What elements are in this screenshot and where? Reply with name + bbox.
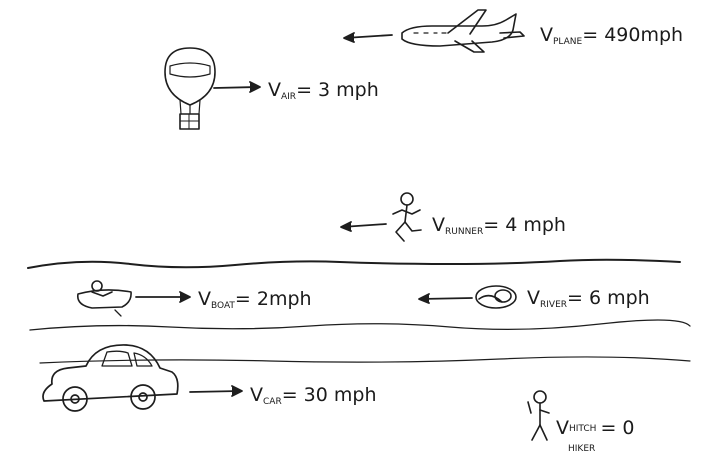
label-hitchhiker-line2: HIKER: [568, 444, 595, 454]
label-boat: VBOAT= 2mph: [198, 288, 312, 311]
river-bank-top: [27, 258, 681, 269]
label-hitchhiker: VHITCH= 0: [556, 417, 635, 439]
hot-air-balloon: [164, 47, 216, 130]
arrow-plane: [343, 32, 393, 43]
arrow-air: [213, 81, 261, 93]
label-car: VCAR= 30 mph: [250, 384, 377, 407]
hitchhiker: [527, 390, 550, 441]
runner: [392, 192, 422, 242]
label-river: VRIVER= 6 mph: [527, 287, 650, 310]
arrow-river: [418, 293, 473, 304]
arrow-boat: [135, 291, 191, 303]
river-log: [475, 285, 517, 309]
label-plane: VPLANE= 490mph: [540, 24, 683, 47]
car: [42, 344, 179, 412]
label-air: VAIR= 3 mph: [268, 79, 379, 102]
arrow-runner: [340, 221, 387, 232]
river-bank-bottom: [29, 319, 691, 331]
arrow-car: [189, 385, 243, 397]
airplane: [401, 9, 525, 53]
boat: [76, 280, 132, 317]
road-line: [39, 356, 691, 364]
label-runner: VRUNNER= 4 mph: [432, 214, 566, 237]
